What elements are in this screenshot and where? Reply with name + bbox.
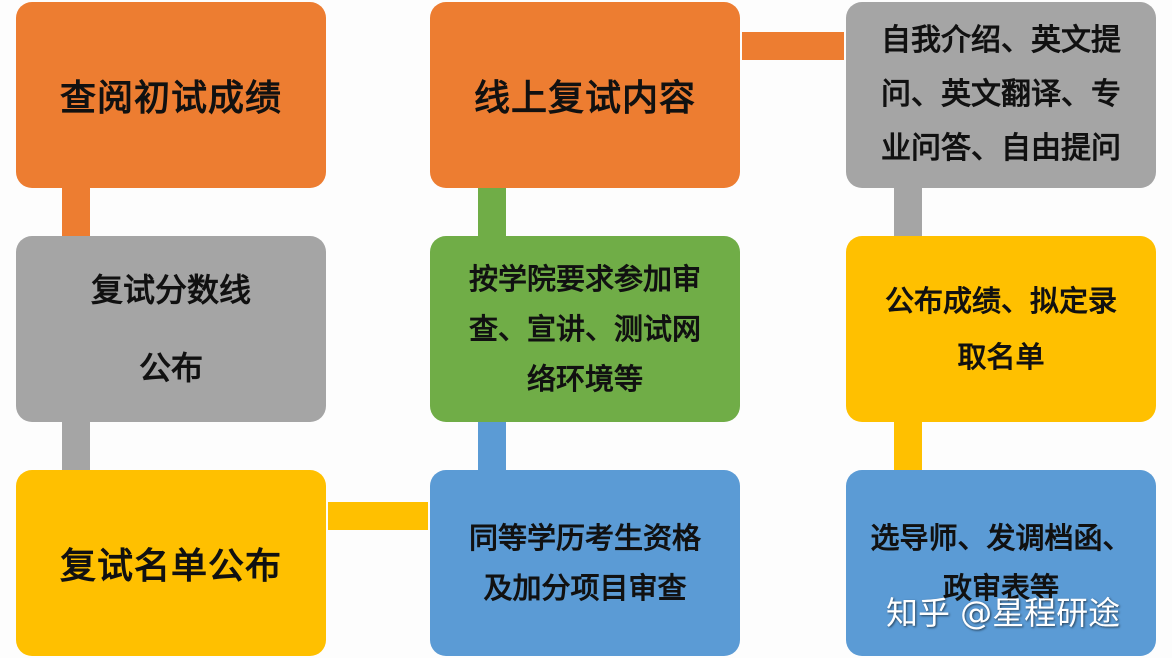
node-label-line2: 取名单 xyxy=(957,340,1045,374)
node-label-line1: 复试分数线 xyxy=(90,271,251,309)
connector-5-6 xyxy=(478,188,506,236)
node-check-scores: 查阅初试成绩 xyxy=(16,2,326,188)
node-college-requirements: 按学院要求参加审 查、宣讲、测试网 络环境等 xyxy=(430,236,740,422)
node-label-line3: 业问答、自由提问 xyxy=(881,131,1121,166)
node-equivalent-review: 同等学历考生资格 及加分项目审查 xyxy=(430,470,740,656)
node-label-line2: 查、宣讲、测试网 xyxy=(468,312,701,346)
watermark: 知乎 @星程研途 xyxy=(886,594,1121,632)
connector-8-9 xyxy=(894,422,922,470)
node-label-line1: 自我介绍、英文提 xyxy=(881,23,1121,58)
node-label: 查阅初试成绩 xyxy=(59,78,282,119)
node-label-line2: 公布 xyxy=(138,349,203,387)
node-online-content: 线上复试内容 xyxy=(430,2,740,188)
node-label-line1: 按学院要求参加审 xyxy=(468,262,701,296)
connector-7-8 xyxy=(894,188,922,236)
node-label-line3: 络环境等 xyxy=(526,362,643,396)
node-label-line2: 政审表等 xyxy=(942,571,1059,605)
node-results: 公布成绩、拟定录 取名单 xyxy=(846,236,1156,422)
node-label-line2: 及加分项目审查 xyxy=(483,571,687,605)
connector-1-2 xyxy=(62,188,90,236)
node-label-line1: 公布成绩、拟定录 xyxy=(884,284,1117,318)
node-label: 线上复试内容 xyxy=(473,78,696,119)
node-list-published: 复试名单公布 xyxy=(16,470,326,656)
node-label-line1: 选导师、发调档函、 xyxy=(870,521,1132,555)
node-label: 复试名单公布 xyxy=(59,546,282,587)
node-final-steps: 选导师、发调档函、 政审表等 xyxy=(846,470,1156,656)
node-cutoff-line: 复试分数线 公布 xyxy=(16,236,326,422)
connector-6-7 xyxy=(742,32,844,60)
connector-4-5 xyxy=(478,422,506,470)
node-label-line1: 同等学历考生资格 xyxy=(468,521,701,555)
node-label-line2: 问、英文翻译、专 xyxy=(881,77,1121,112)
connector-3-4 xyxy=(328,502,428,530)
connector-2-3 xyxy=(62,422,90,470)
node-content-detail: 自我介绍、英文提 问、英文翻译、专 业问答、自由提问 xyxy=(846,2,1156,188)
